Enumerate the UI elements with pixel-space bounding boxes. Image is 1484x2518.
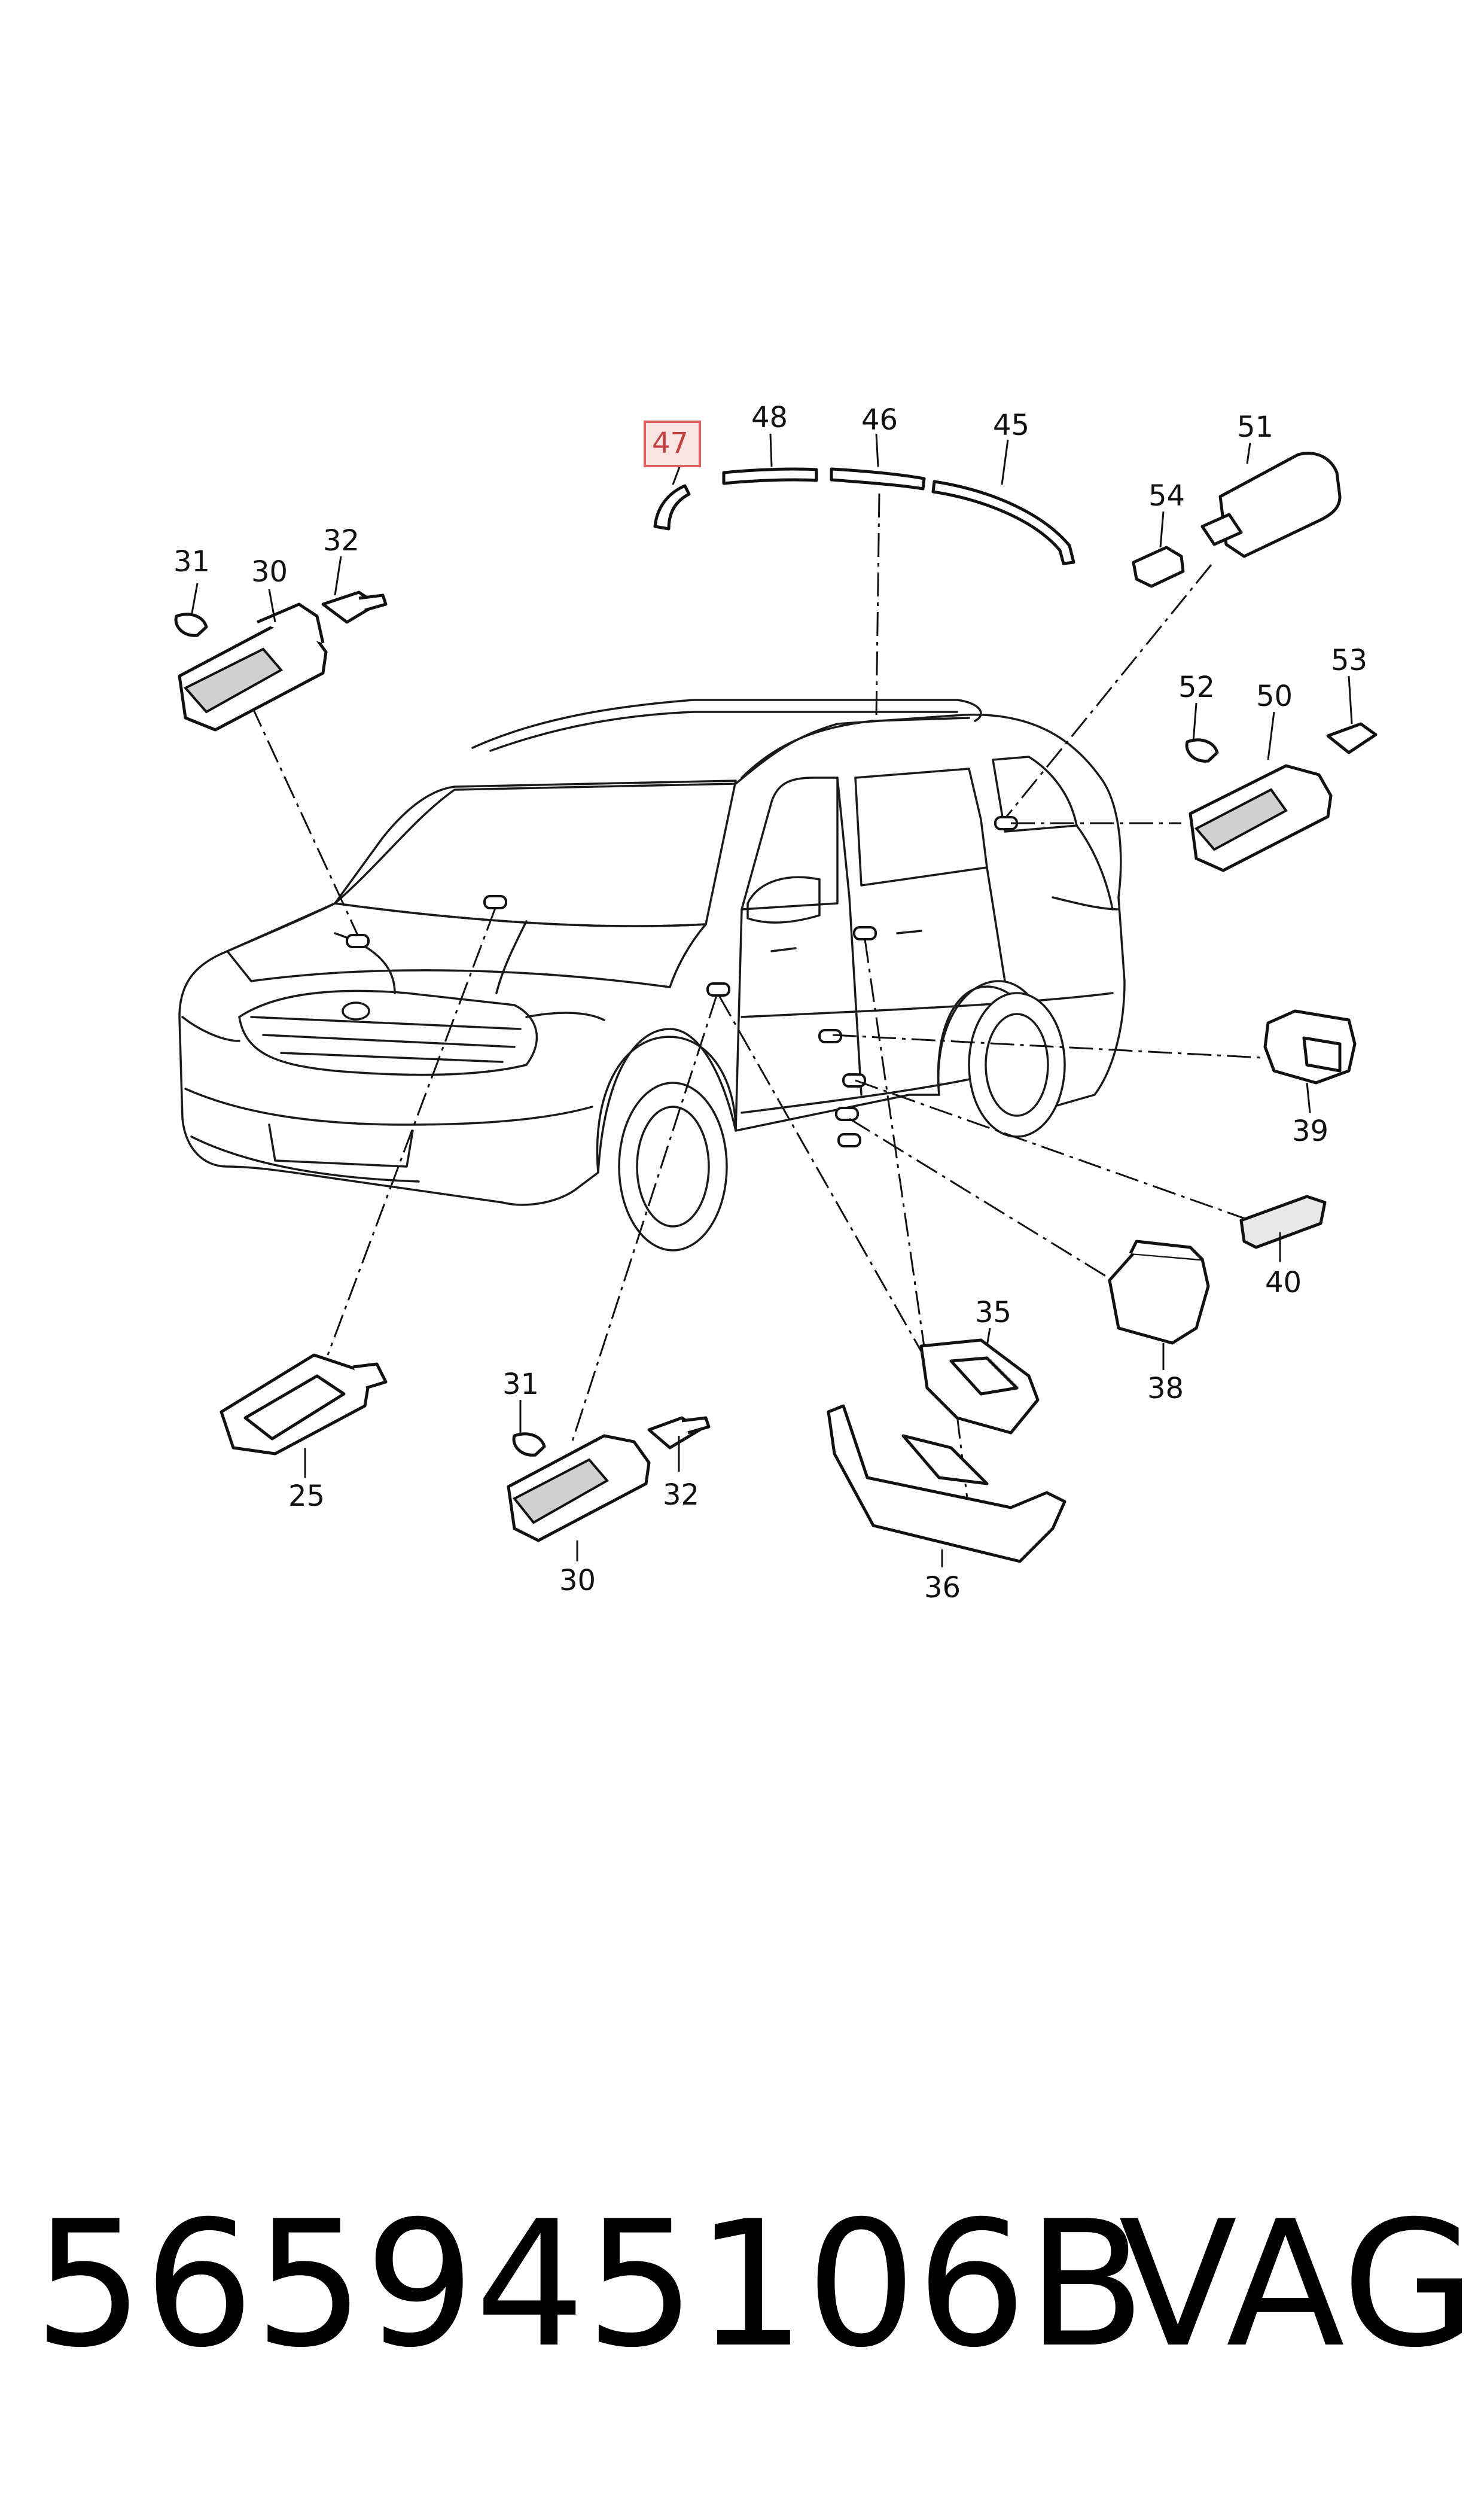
- leader-lines: [250, 493, 1263, 1514]
- callout-45: 45: [993, 409, 1029, 442]
- lamp-25: [220, 1353, 388, 1456]
- trim-strip-48: [722, 467, 818, 485]
- switch-35: [919, 1338, 1040, 1435]
- callout-52: 52: [1178, 671, 1215, 704]
- highlight-box: [644, 421, 701, 467]
- mount-marker: [483, 895, 507, 909]
- bracket-36: [827, 1404, 1066, 1563]
- callout-39: 39: [1292, 1115, 1328, 1148]
- mount-marker: [706, 982, 730, 997]
- trim-strip-45: [931, 480, 1075, 565]
- callout-stubs: [190, 433, 1353, 1567]
- mount-marker: [835, 1107, 859, 1121]
- callout-51: 51: [1237, 410, 1273, 444]
- brand-label: VAG: [1119, 2184, 1476, 2386]
- callout-46: 46: [861, 403, 898, 437]
- lamp-assembly-30-lower: [507, 1416, 711, 1542]
- mount-marker: [853, 926, 877, 940]
- callout-30-lower: 30: [559, 1564, 596, 1597]
- callout-31-lower: 31: [502, 1368, 539, 1401]
- callout-31-upper: 31: [173, 545, 210, 578]
- lamp-assembly-50: [1185, 722, 1378, 872]
- mount-marker: [837, 1133, 861, 1147]
- callout-32-upper: 32: [323, 524, 359, 558]
- trim-strip-47: [653, 484, 691, 531]
- callout-32-lower: 32: [663, 1478, 699, 1512]
- footer: 565945106B VAG: [0, 2172, 1484, 2399]
- callout-54: 54: [1148, 479, 1185, 513]
- mount-marker: [842, 1073, 866, 1088]
- callout-50: 50: [1256, 680, 1293, 713]
- callout-40: 40: [1265, 1266, 1302, 1299]
- trim-strip-46: [830, 467, 926, 491]
- mount-markers: [346, 816, 1018, 1147]
- lens-40: [1239, 1195, 1327, 1249]
- mount-marker: [346, 934, 370, 948]
- trim-strips: [653, 467, 1075, 565]
- switch-39: [1263, 1009, 1357, 1085]
- callout-48: 48: [751, 401, 788, 434]
- callout-30-upper: 30: [251, 555, 288, 589]
- callout-53: 53: [1331, 644, 1367, 677]
- callout-36: 36: [924, 1571, 961, 1604]
- callout-labels: 47 48 46 45 51 54 31 30 32 52 50 53 39 4…: [173, 401, 1367, 1604]
- lamp-assembly-30-upper: [174, 590, 388, 732]
- callout-38: 38: [1147, 1372, 1184, 1405]
- bulb-holder-54: [1132, 546, 1185, 588]
- lamp-51: [1200, 452, 1342, 558]
- callout-25: 25: [288, 1479, 325, 1513]
- callout-47: 47: [652, 427, 688, 460]
- callout-35: 35: [975, 1296, 1011, 1329]
- mount-marker: [818, 1029, 842, 1043]
- switch-38: [1108, 1240, 1210, 1345]
- part-number: 565945106B: [33, 2184, 1146, 2386]
- vehicle-outline: [178, 699, 1126, 1252]
